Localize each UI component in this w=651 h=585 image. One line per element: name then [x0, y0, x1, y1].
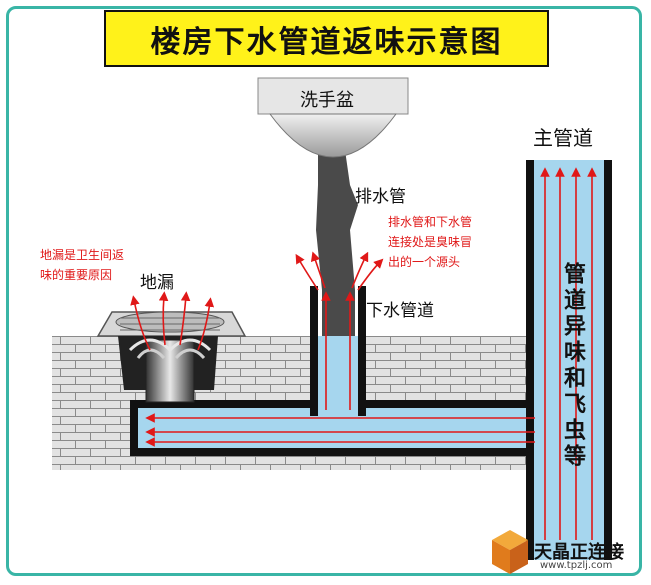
sewer-pipe-label: 下水管道	[366, 301, 434, 321]
drain-pipe-graphic	[316, 150, 358, 336]
page-title: 楼房下水管道返味示意图	[104, 10, 549, 67]
joint-note-line: 连接处是臭味冒	[388, 235, 473, 249]
floor-drain-graphic	[96, 311, 247, 403]
watermark-url: www.tpzlj.com	[540, 560, 613, 571]
watermark-name: 天晶正连接	[534, 542, 624, 563]
joint-note: 排水管和下水管 连接处是臭味冒 出的一个源头	[388, 212, 472, 272]
floor-drain-note-line: 地漏是卫生间返	[40, 248, 125, 262]
drain-pipe-label: 排水管	[355, 187, 406, 207]
basin-label: 洗手盆	[300, 90, 354, 111]
watermark-logo	[492, 530, 528, 574]
joint-note-line: 出的一个源头	[388, 255, 461, 269]
washbasin-graphic	[257, 77, 409, 158]
main-pipe-label: 主管道	[533, 126, 593, 150]
joint-note-line: 排水管和下水管	[388, 215, 473, 229]
floor-drain-note-line: 味的重要原因	[40, 268, 113, 282]
floor-drain-note: 地漏是卫生间返 味的重要原因	[40, 245, 124, 285]
floor-drain-label: 地漏	[140, 273, 174, 293]
odor-arrows	[130, 167, 597, 540]
main-pipe-vertical-text: 管道异味和飞虫等	[560, 262, 585, 470]
